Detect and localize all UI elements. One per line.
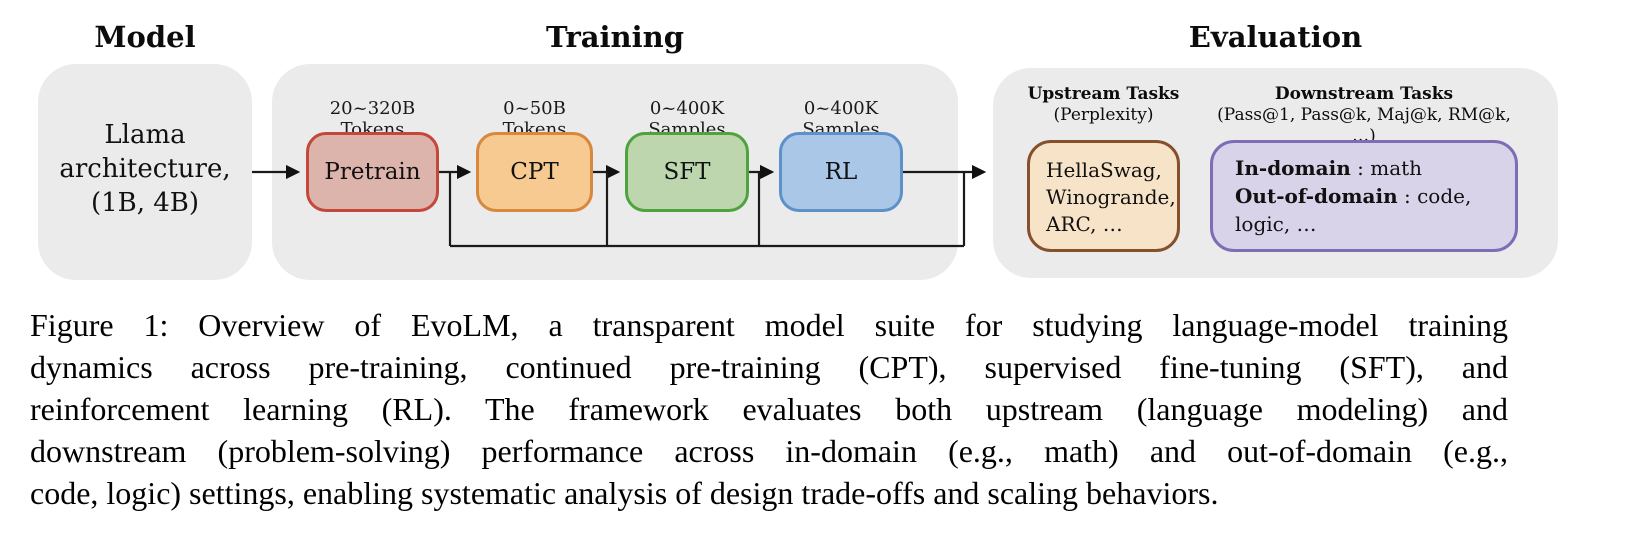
upstream-tasks-heading: Upstream Tasks (Perplexity): [1020, 84, 1187, 126]
model-architecture-line: architecture,: [59, 154, 231, 184]
caption-line: downstream (problem-solving) performance…: [30, 433, 1508, 469]
stage-sublabel-pretrain: 20~320B Tokens: [329, 98, 416, 140]
caption-line: code, logic) settings, enabling systemat…: [30, 475, 1219, 511]
in-domain-value: : math: [1350, 156, 1423, 180]
upstream-tasks-box: HellaSwag, Winogrande, ARC, …: [1027, 140, 1180, 252]
figure-caption: Figure 1: Overview of EvoLM, a transpare…: [30, 304, 1508, 514]
out-of-domain-value: : code, logic, …: [1235, 184, 1472, 236]
stage-sublabel-cpt: 0~50B Tokens: [502, 98, 567, 140]
upstream-tasks-title: Upstream Tasks: [1027, 84, 1180, 104]
caption-line: Figure 1: Overview of EvoLM, a transpare…: [30, 307, 1508, 343]
stage-box-sft: SFT: [625, 132, 749, 212]
upstream-task-item: Winogrande,: [1046, 185, 1176, 209]
stage-label-pretrain: Pretrain: [324, 159, 421, 185]
stage-box-cpt: CPT: [476, 132, 593, 212]
out-of-domain-term: Out-of-domain: [1235, 184, 1398, 208]
downstream-row-in-domain: In-domain : math: [1235, 154, 1509, 182]
stage-label-sft: SFT: [663, 159, 711, 185]
downstream-tasks-heading: Downstream Tasks (Pass@1, Pass@k, Maj@k,…: [1205, 84, 1523, 147]
stage-box-pretrain: Pretrain: [306, 132, 439, 212]
downstream-row-out-of-domain: Out-of-domain : code, logic, …: [1235, 182, 1509, 238]
model-panel: [38, 64, 252, 280]
section-title-training: Training: [545, 20, 685, 54]
section-title-model: Model: [94, 20, 196, 54]
model-architecture-line: Llama: [104, 120, 186, 150]
model-architecture-label: Llama architecture, (1B, 4B): [38, 118, 252, 220]
model-architecture-line: (1B, 4B): [90, 188, 200, 218]
caption-line: reinforcement learning (RL). The framewo…: [30, 391, 1508, 427]
stage-label-cpt: CPT: [510, 159, 559, 185]
caption-line: dynamics across pre-training, continued …: [30, 349, 1508, 385]
stage-label-rl: RL: [824, 159, 858, 185]
in-domain-term: In-domain: [1235, 156, 1351, 180]
upstream-metric-label: (Perplexity): [1053, 105, 1154, 125]
section-title-evaluation: Evaluation: [1188, 20, 1363, 54]
upstream-task-item: HellaSwag,: [1046, 158, 1162, 182]
stage-sublabel-rl: 0~400K Samples: [802, 98, 880, 140]
downstream-tasks-title: Downstream Tasks: [1274, 84, 1454, 104]
stage-box-rl: RL: [779, 132, 903, 212]
upstream-task-item: ARC, …: [1046, 212, 1123, 236]
stage-sublabel-sft: 0~400K Samples: [648, 98, 726, 140]
downstream-tasks-box: In-domain : math Out-of-domain : code, l…: [1210, 140, 1518, 252]
